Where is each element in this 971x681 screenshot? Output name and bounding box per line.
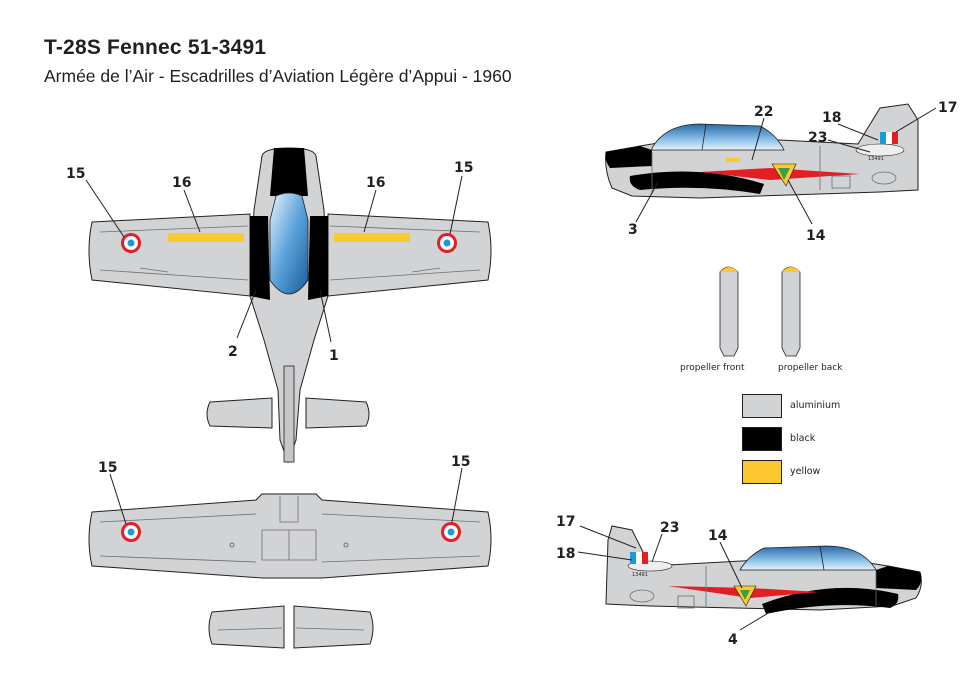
callout-2: 2 [228, 344, 238, 360]
callout-16-right: 16 [366, 175, 385, 191]
side-r-anti-glare [629, 171, 764, 194]
top-wing [88, 213, 251, 297]
side-r-canopy [651, 123, 785, 151]
callout-22: 22 [754, 104, 773, 120]
callout-16-left: 16 [172, 175, 191, 191]
top-canopy [269, 192, 309, 295]
callout-14-left: 14 [708, 528, 728, 544]
roundel-lower-left [121, 522, 141, 542]
propellers: propeller front propeller back [680, 266, 843, 373]
top-fuselage [249, 147, 329, 464]
callout-17-left: 17 [556, 514, 575, 530]
propeller-back [781, 266, 801, 357]
top-view: 15 16 16 15 2 1 [66, 147, 492, 464]
side-r-serial-text: 13491 [868, 156, 884, 162]
roundel-lower-right [441, 522, 461, 542]
walkway-right [308, 216, 328, 300]
side-l-canopy [739, 545, 877, 571]
page-title: T-28S Fennec 51-3491 [44, 36, 267, 59]
legend-label-black: black [790, 433, 816, 444]
callout-23-left: 23 [660, 520, 679, 536]
propeller-front [719, 266, 739, 357]
callout-1: 1 [329, 348, 339, 364]
propeller-front-label: propeller front [680, 363, 745, 373]
top-tailplane [206, 397, 273, 429]
lower-wing [88, 493, 492, 579]
callout-4: 4 [728, 632, 738, 648]
roundel-top-right [437, 233, 457, 253]
swatch-aluminium [742, 394, 782, 418]
callout-23-right: 23 [808, 130, 827, 146]
top-anti-glare [270, 148, 308, 196]
callout-15-lower-right: 15 [451, 454, 470, 470]
callout-3: 3 [628, 222, 638, 238]
roundel-top-left [121, 233, 141, 253]
lower-tailplane-right [293, 605, 374, 649]
legend-label-yellow: yellow [790, 466, 821, 477]
swatch-yellow [742, 460, 782, 484]
wing-stripe-left [168, 233, 244, 242]
lower-view: 15 15 [88, 454, 492, 649]
callout-15-top-right: 15 [454, 160, 473, 176]
side-l-anti-glare [762, 587, 899, 614]
propeller-back-label: propeller back [778, 363, 843, 373]
side-view-right: 13491 22 18 17 23 3 14 [605, 100, 957, 244]
swatch-black [742, 427, 782, 451]
callout-18-left: 18 [556, 546, 575, 562]
side-view-left: 13491 17 18 23 14 4 [556, 514, 922, 648]
callout-17-right: 17 [938, 100, 957, 116]
callout-15-top-left: 15 [66, 166, 85, 182]
side-l-serial-text: 13491 [632, 572, 648, 578]
legend-label-aluminium: aluminium [790, 400, 841, 411]
callout-15-lower-left: 15 [98, 460, 117, 476]
callout-18-right: 18 [822, 110, 841, 126]
walkway-left [250, 216, 270, 300]
lower-tailplane-left [208, 605, 285, 649]
wing-stripe-right [334, 233, 410, 242]
callout-14-right: 14 [806, 228, 826, 244]
page-subtitle: Armée de l’Air - Escadrilles d’Aviation … [44, 66, 512, 86]
